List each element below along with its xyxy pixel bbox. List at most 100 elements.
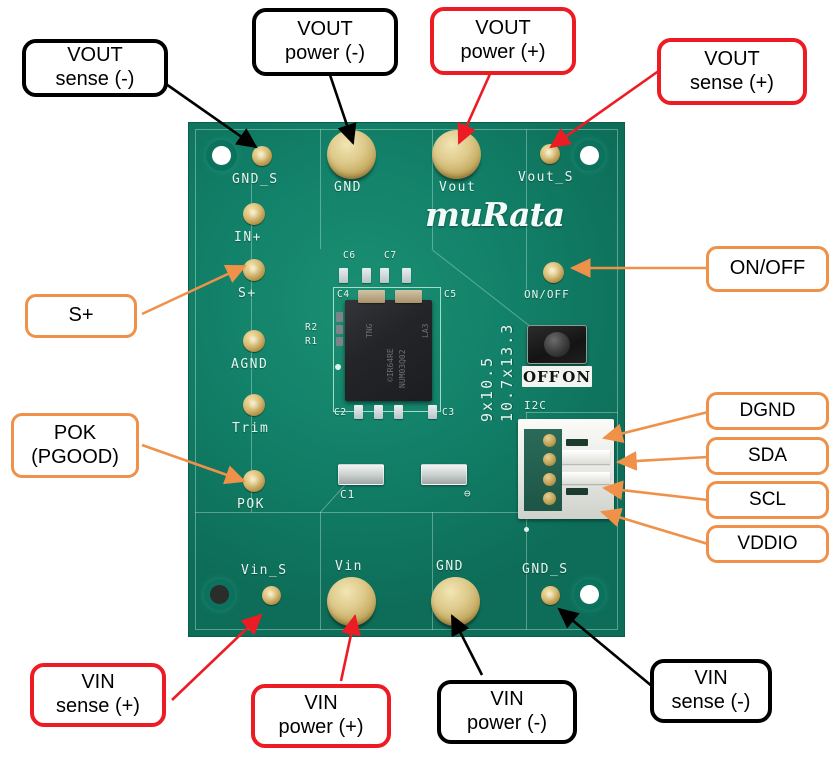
mounting-hole-bottom-left: [210, 585, 229, 604]
callout-line-1: VDDIO: [737, 532, 798, 554]
silk-label-vin-s: Vin_S: [241, 563, 288, 578]
callout-line-1: VIN: [304, 692, 338, 715]
silk-label-gnd-bottom: GND: [436, 559, 464, 574]
silk-label-s-plus: S+: [238, 286, 257, 301]
i2c-connector[interactable]: [518, 419, 614, 519]
connector-window: [524, 429, 562, 511]
silk-label-r2: R2: [305, 322, 318, 333]
silk-label-vout: Vout: [439, 180, 477, 195]
pin-vin-s[interactable]: [262, 586, 281, 605]
silk-dimension-2: 10.7x13.3: [498, 322, 516, 422]
callout-vin-power-neg[interactable]: VIN power (-): [437, 680, 577, 744]
connector-rib-sda[interactable]: [562, 450, 610, 464]
connector-screw-3[interactable]: [543, 473, 556, 486]
silk-label-c6: C6: [343, 250, 356, 261]
callout-line-2: (PGOOD): [31, 445, 119, 468]
smd-pad: [428, 405, 437, 419]
silk-divider: [526, 412, 618, 413]
callout-vout-sense-pos[interactable]: VOUT sense (+): [657, 38, 807, 105]
pin-gnd-s-bottom[interactable]: [541, 586, 560, 605]
post-vin[interactable]: [327, 577, 376, 626]
ic-mark-part-2: NUM03Q02: [398, 349, 407, 388]
callout-vin-sense-pos[interactable]: VIN sense (+): [30, 663, 166, 727]
smd-pad: [339, 268, 348, 283]
board-marker-dot: [335, 364, 341, 370]
on-off-switch[interactable]: [527, 325, 587, 364]
silk-label-c7: C7: [384, 250, 397, 261]
silk-label-i2c: I2C: [524, 399, 547, 412]
connector-slot-dgnd[interactable]: [566, 439, 588, 446]
silk-divider: [432, 129, 433, 249]
callout-line-2: power (-): [284, 42, 365, 64]
silk-label-vin: Vin: [335, 559, 363, 574]
pin-on-off[interactable]: [543, 262, 564, 283]
mounting-hole-top-right: [580, 146, 599, 165]
callout-line-1: SCL: [749, 488, 786, 510]
callout-line-1: VOUT: [475, 17, 531, 40]
smd-pad: [362, 268, 371, 283]
callout-vin-power-pos[interactable]: VIN power (+): [251, 684, 391, 748]
callout-dgnd[interactable]: DGND: [706, 392, 829, 430]
ic-mark-la3: LA3: [421, 323, 430, 338]
callout-vddio[interactable]: VDDIO: [706, 525, 829, 563]
mounting-hole-top-left: [212, 146, 231, 165]
callout-pok-pgood[interactable]: POK (PGOOD): [11, 413, 139, 478]
post-gnd-top[interactable]: [327, 130, 376, 179]
callout-on-off[interactable]: ON/OFF: [706, 246, 829, 292]
callout-line-1: ON/OFF: [729, 257, 806, 280]
callout-scl[interactable]: SCL: [706, 481, 829, 519]
connector-screw-1[interactable]: [543, 434, 556, 447]
callout-vout-power-pos[interactable]: VOUT power (+): [430, 7, 576, 75]
power-module-ic: TNG LA3 ©IR64RE NUM03Q02: [345, 300, 432, 401]
callout-line-1: S+: [68, 304, 94, 327]
connector-screw-4[interactable]: [543, 492, 556, 505]
pin-gnd-s-top[interactable]: [252, 146, 272, 166]
pin-s-plus[interactable]: [243, 259, 265, 281]
pin-in-plus[interactable]: [243, 203, 265, 225]
callout-line-1: VOUT: [67, 44, 123, 67]
callout-line-1: VIN: [81, 671, 115, 694]
callout-line-2: sense (-): [671, 691, 751, 713]
smd-pad: [380, 268, 389, 283]
callout-sda[interactable]: SDA: [706, 437, 829, 475]
silk-label-c3: C3: [442, 407, 455, 418]
callout-line-2: power (+): [460, 41, 546, 63]
callout-vout-power-neg[interactable]: VOUT power (-): [252, 8, 398, 76]
mounting-hole-bottom-right: [580, 585, 599, 604]
callout-vin-sense-neg[interactable]: VIN sense (-): [650, 659, 772, 723]
switch-on-text: ON: [562, 367, 592, 386]
callout-line-2: sense (+): [690, 71, 774, 94]
ic-mark-part-1: ©IR64RE: [386, 348, 395, 382]
capacitor-c1: [338, 464, 384, 485]
post-gnd-bottom[interactable]: [431, 577, 480, 626]
silk-dimension-1: 9x10.5: [478, 355, 496, 422]
smd-pad: [354, 405, 363, 419]
callout-vout-sense-neg[interactable]: VOUT sense (-): [22, 39, 168, 97]
pin-pok[interactable]: [243, 470, 265, 492]
connector-rib-scl[interactable]: [562, 472, 610, 484]
silk-label-gnd-s-bottom: GND_S: [522, 562, 569, 577]
smd-pad: [374, 405, 383, 419]
connector-slot-vddio[interactable]: [566, 488, 588, 495]
post-vout[interactable]: [432, 130, 481, 179]
callout-s-plus[interactable]: S+: [25, 294, 137, 338]
pin-vout-s[interactable]: [540, 144, 560, 164]
pin-trim[interactable]: [243, 394, 265, 416]
silk-label-c1: C1: [340, 488, 356, 501]
silk-label-trim: Trim: [232, 421, 270, 436]
silk-divider: [320, 129, 321, 249]
silk-divider: [320, 512, 321, 630]
callout-line-1: VIN: [694, 667, 728, 690]
silk-label-vout-s: Vout_S: [518, 170, 574, 185]
pin-agnd[interactable]: [243, 330, 265, 352]
callout-line-1: POK: [53, 421, 97, 444]
callout-line-2: sense (+): [56, 695, 140, 717]
smd-pad: [402, 268, 411, 283]
connector-screw-2[interactable]: [543, 453, 556, 466]
silk-label-c5: C5: [444, 289, 457, 300]
silk-label-gnd-s-top: GND_S: [232, 172, 279, 187]
resistor-pad: [336, 337, 343, 346]
switch-knob[interactable]: [544, 332, 570, 357]
silk-divider: [195, 512, 526, 513]
